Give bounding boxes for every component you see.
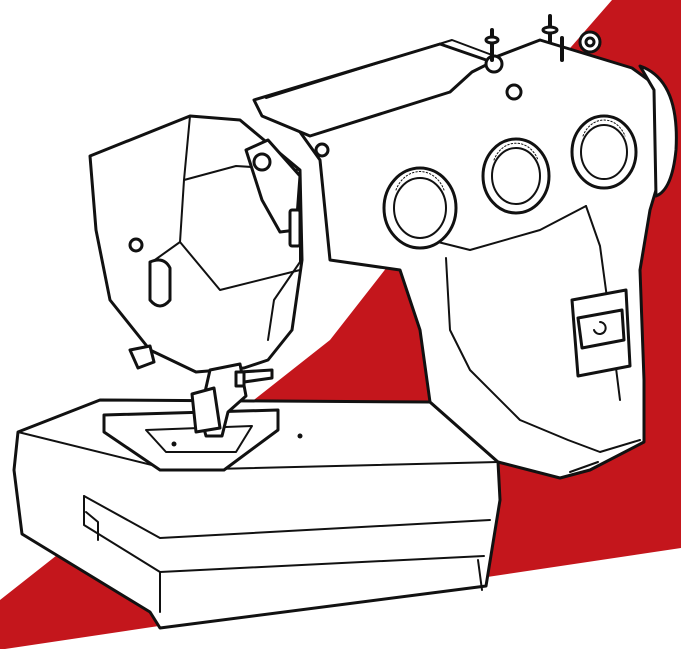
dial-stitch-width xyxy=(570,114,638,190)
top-lid xyxy=(252,39,523,138)
handwheel xyxy=(638,64,678,198)
dial-stitch-length xyxy=(481,137,551,215)
presser-foot xyxy=(190,362,274,438)
machine-base xyxy=(12,398,502,630)
thread-guide xyxy=(244,138,330,248)
reverse-button xyxy=(570,288,632,378)
spool-pin-right xyxy=(541,14,602,62)
dial-pattern xyxy=(382,166,458,250)
thread-cutter-lever xyxy=(128,344,156,370)
spool-pin-left xyxy=(484,28,500,62)
